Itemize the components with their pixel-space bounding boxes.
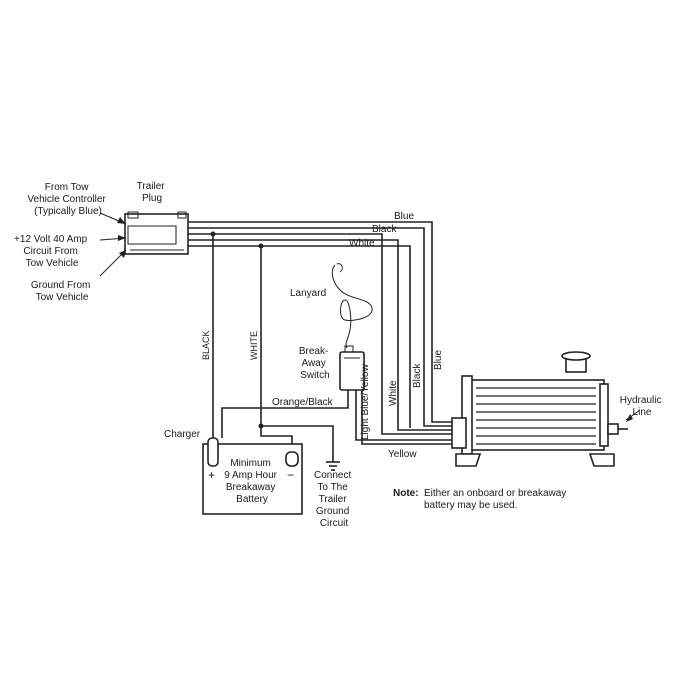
light-blue-yellow-label: Light Blue/Yellow [360, 363, 371, 440]
ground-circuit-label: Connect To The Trailer Ground Circuit [314, 470, 354, 529]
white-vertical-label: WHITE [249, 331, 259, 360]
black-vertical-label: BLACK [201, 330, 211, 360]
hydraulic-line-label: Hydraulic Line [620, 395, 664, 418]
lanyard-label: Lanyard [290, 288, 326, 299]
hydraulic-unit [451, 351, 641, 467]
battery-plus-label: + [208, 468, 215, 482]
wire-bundle [188, 221, 462, 435]
yellow-wire [361, 390, 462, 445]
yellow-label: Yellow [388, 449, 417, 460]
blue-vertical-right-label: Blue [433, 350, 444, 370]
black-vertical-right-label: Black [412, 363, 423, 388]
white-vertical-right-label: White [388, 380, 399, 406]
from-tow-controller-label: From Tow Vehicle Controller (Typically B… [27, 182, 108, 217]
battery-minus-label: − [287, 468, 294, 482]
black-wire-label: Black [372, 224, 397, 235]
ground-from-tow-label: Ground From Tow Vehicle [31, 280, 93, 303]
trailer-plug [124, 211, 189, 255]
breakaway-switch-label: Break- Away Switch [299, 346, 331, 381]
ground-symbol [326, 460, 340, 471]
light-blue-yellow-wire [355, 390, 462, 441]
orange-black-label: Orange/Black [272, 397, 334, 408]
note-label: Note: Either an onboard or breakaway bat… [393, 488, 569, 511]
breakaway-battery [202, 437, 303, 515]
input-arrows [99, 212, 127, 277]
white-wire-label: White [349, 238, 375, 249]
power-circuit-label: +12 Volt 40 Amp Circuit From Tow Vehicle [14, 234, 90, 269]
trailer-plug-label: Trailer Plug [137, 181, 168, 204]
charger-label: Charger [164, 429, 201, 440]
breakaway-switch [339, 345, 365, 391]
orange-black-wire [221, 390, 349, 438]
black-wire-to-charger [210, 231, 216, 438]
lanyard [331, 263, 373, 349]
battery-label: Minimum 9 Amp Hour Breakaway Battery [224, 458, 280, 505]
blue-wire-label: Blue [394, 211, 414, 222]
